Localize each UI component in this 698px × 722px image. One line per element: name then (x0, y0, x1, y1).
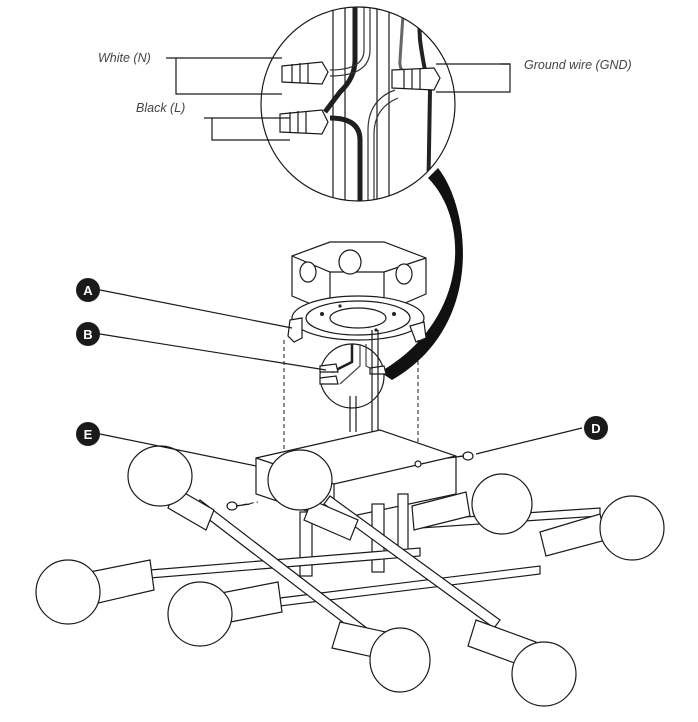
wire-nut-white (281, 61, 329, 85)
screw-right (447, 451, 474, 461)
label-black-live: Black (L) (136, 101, 185, 115)
label-white-neutral: White (N) (98, 51, 151, 65)
bulb-1 (127, 445, 215, 531)
wire-detail-magnifier (260, 6, 456, 202)
wire-nut-ground (391, 67, 441, 91)
callout-b: B (76, 322, 100, 346)
bulb-6 (167, 581, 283, 647)
svg-text:D: D (591, 421, 600, 436)
mounting-bracket (287, 295, 427, 343)
bulb-3 (411, 473, 533, 535)
callout-leaders (99, 289, 583, 467)
callout-d: D (584, 416, 608, 440)
callout-e: E (76, 422, 100, 446)
callout-a: A (76, 278, 100, 302)
label-leaders (166, 57, 511, 141)
svg-text:E: E (84, 427, 93, 442)
screw-left (226, 501, 251, 511)
magnifier-pointer (380, 168, 463, 380)
junction-box (291, 241, 427, 313)
wire-nut-black (279, 109, 329, 135)
wire-connection-circle (319, 343, 387, 409)
bulb-5 (35, 559, 155, 625)
bulb-7 (331, 621, 431, 693)
bulb-4 (539, 495, 665, 561)
bulb-8 (467, 619, 577, 707)
label-ground-wire: Ground wire (GND) (524, 58, 632, 72)
svg-text:B: B (83, 327, 92, 342)
bulb-2 (267, 449, 359, 541)
svg-text:A: A (83, 283, 93, 298)
